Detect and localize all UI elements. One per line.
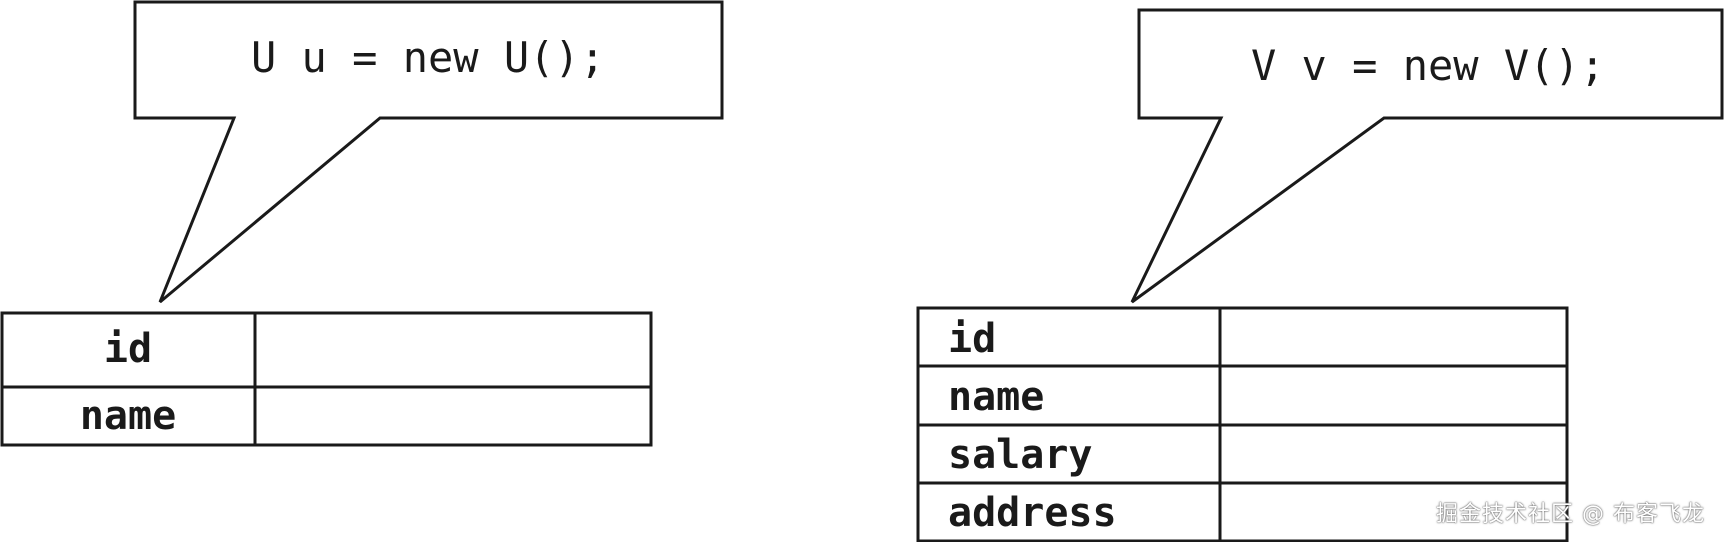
right-callout-code: V v = new V(); [1251, 41, 1605, 90]
left-field-id: id [104, 326, 152, 372]
right-object-table: id name salary address [916, 306, 1569, 542]
left-callout-bubble [133, 0, 724, 304]
left-callout-code: U u = new U(); [251, 33, 605, 82]
right-field-name: name [948, 374, 1044, 420]
left-object-table: id name [0, 311, 653, 447]
left-field-name: name [80, 393, 176, 439]
right-field-salary: salary [948, 432, 1093, 478]
right-callout: V v = new V(); [1130, 8, 1724, 304]
right-field-id: id [948, 316, 996, 362]
left-callout: U u = new U(); [133, 0, 724, 304]
right-field-address: address [948, 490, 1117, 536]
right-callout-bubble [1130, 8, 1724, 304]
watermark: 掘金技术社区 @ 布客飞龙 [1436, 502, 1705, 527]
left-table-frame [0, 311, 653, 447]
